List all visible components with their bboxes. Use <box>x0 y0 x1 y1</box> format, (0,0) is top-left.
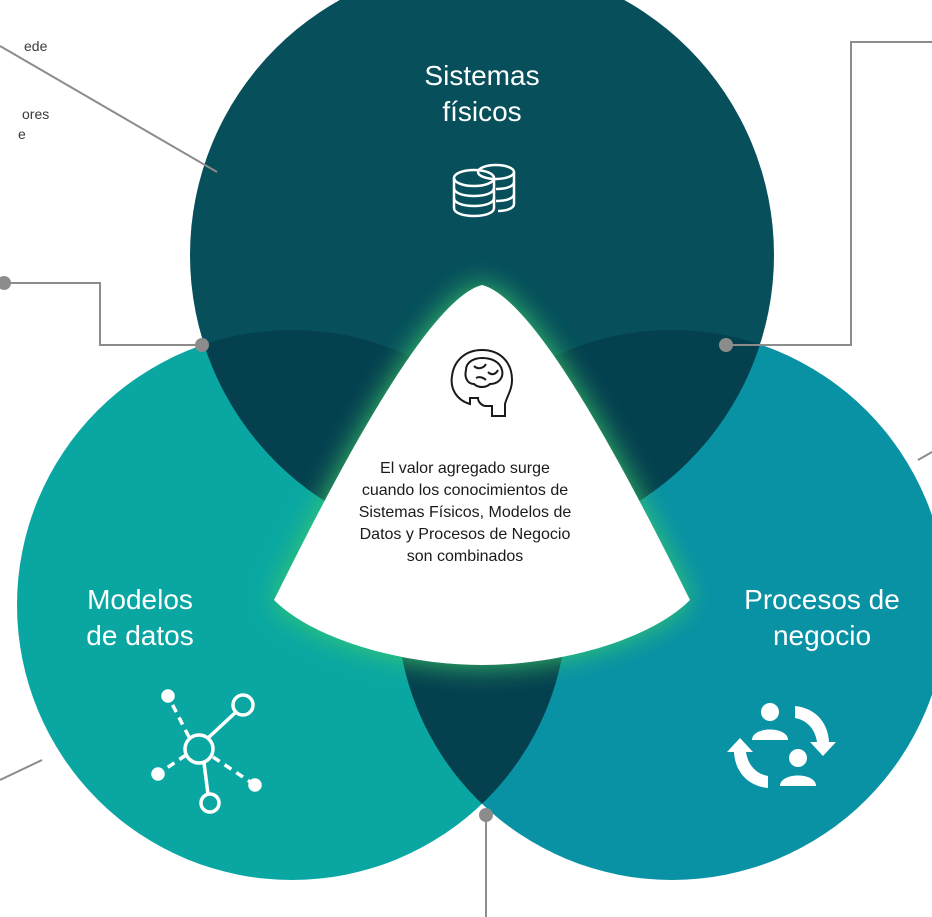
people-cycle-icon <box>727 703 836 788</box>
label-modelos-de-datos: Modelos de datos <box>86 584 194 651</box>
connector-right-overlap <box>726 41 932 346</box>
connector-dot-right-overlap <box>719 338 733 352</box>
label-sistemas-fisicos: Sistemas físicos <box>424 60 540 127</box>
connector-dot-left-edge <box>0 276 11 290</box>
label-procesos-de-negocio: Procesos de negocio <box>744 584 900 651</box>
network-nodes-icon <box>151 689 262 814</box>
database-icon <box>452 163 516 218</box>
connector-right-edge <box>917 451 932 461</box>
center-region <box>274 285 690 665</box>
connector-left-bottom <box>0 759 43 781</box>
connector-dot-left-overlap <box>195 338 209 352</box>
callout-fragment-2: ores <box>22 106 50 122</box>
callout-fragment-1: ede <box>24 38 48 54</box>
connector-left-overlap <box>0 282 202 346</box>
brain-head-icon <box>450 348 514 417</box>
connector-top-left <box>0 45 218 173</box>
callout-fragment-3: e <box>18 126 26 142</box>
connector-dot-bottom <box>479 808 493 822</box>
center-statement: El valor agregado surge cuando los conoc… <box>358 460 572 565</box>
